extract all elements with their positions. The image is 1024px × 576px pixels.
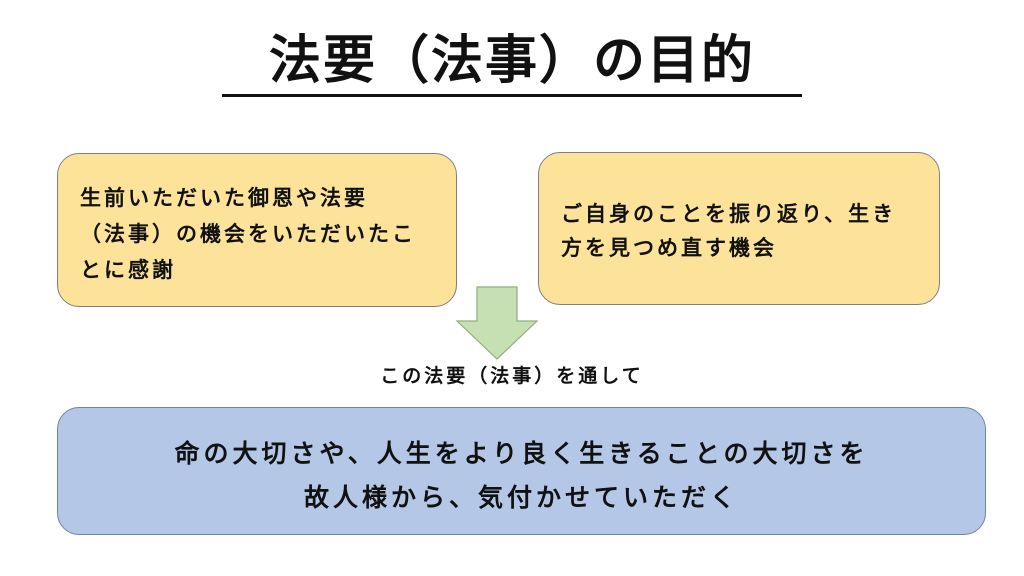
reflection-text-line: ご自身のことを振り返り、生き [561,201,897,226]
gratitude-text-line: 生前いただいた御恩や法要 [80,185,368,210]
connector-label: この法要（法事）を通して [380,365,644,387]
gratitude-text-line: （法事）の機会をいただいたこ [80,221,416,246]
conclusion-box: 命の大切さや、人生をより良く生きることの大切さを 故人様から、気付かせていただく [57,407,986,535]
down-arrow-shape [456,286,538,360]
conclusion-text-line: 故人様から、気付かせていただく [303,483,739,512]
reflection-text-line: 方を見つめ直す機会 [561,235,777,260]
self-reflection-box: ご自身のことを振り返り、生き 方を見つめ直す機会 [538,152,940,305]
down-arrow-icon [456,286,538,360]
conclusion-text-line: 命の大切さや、人生をより良く生きることの大切さを [174,439,869,468]
page-title: 法要（法事）の目的 [268,30,755,91]
gratitude-box: 生前いただいた御恩や法要 （法事）の機会をいただいたこ とに感謝 [57,153,457,307]
title-underline [222,94,802,97]
gratitude-text-line: とに感謝 [80,257,176,282]
